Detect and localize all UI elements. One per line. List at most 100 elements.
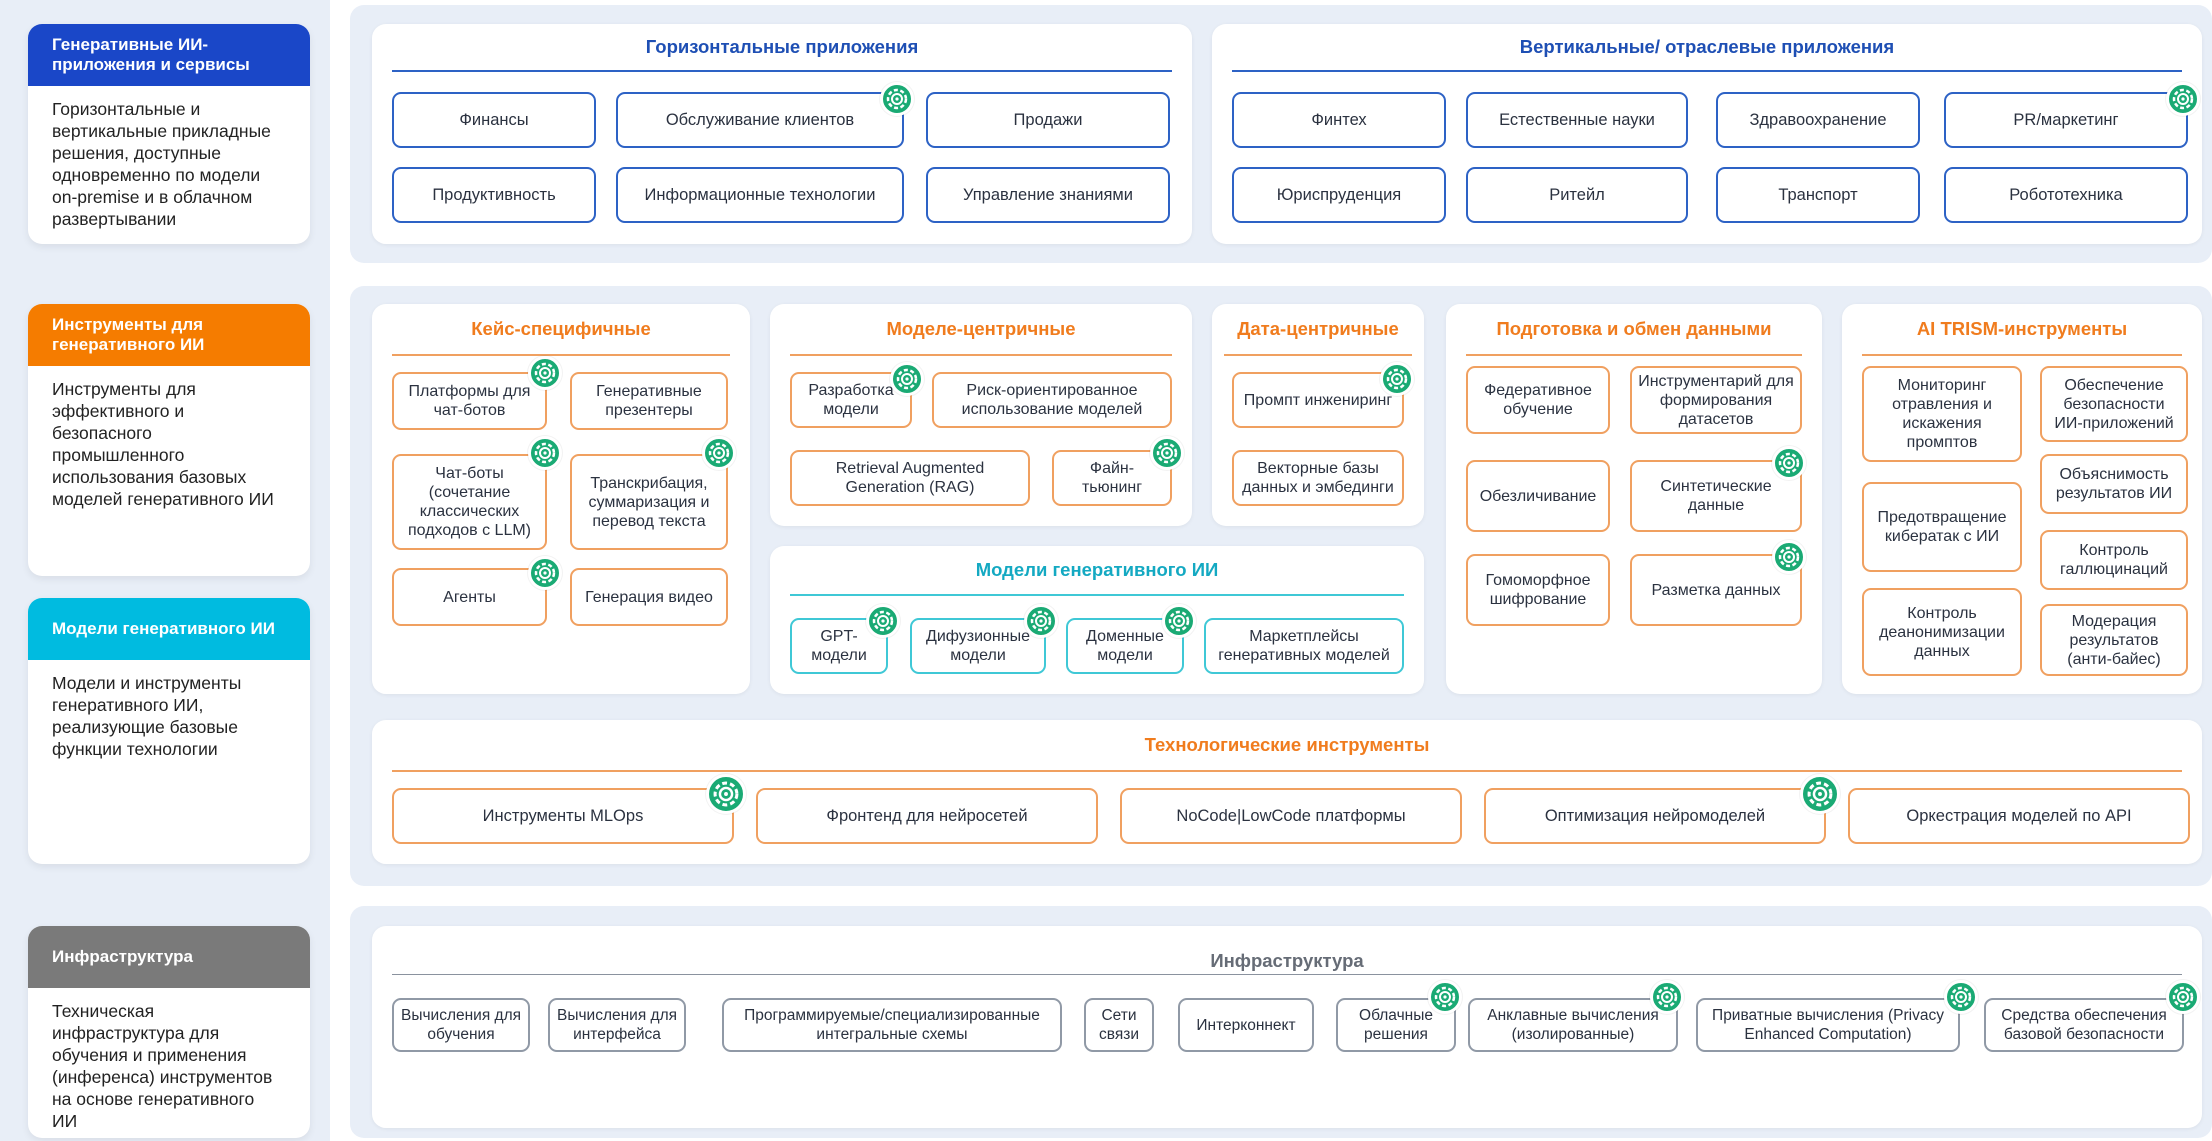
sidebar-title: Модели генеративного ИИ	[52, 619, 275, 638]
sidebar-card-models: Модели генеративного ИИ Модели и инструм…	[28, 598, 310, 864]
tool-dataset-tooling[interactable]: Инструментарий для формирования датасето…	[1630, 366, 1802, 434]
tool-data-labeling[interactable]: Разметка данных	[1630, 554, 1802, 626]
panel-title: Моделе-центричные	[886, 318, 1076, 339]
sidebar-description: Модели и инструменты генеративного ИИ, р…	[52, 673, 242, 759]
infra-interface-compute[interactable]: Вычисления для интерфейса	[548, 998, 686, 1052]
infra-base-security[interactable]: Средства обеспечения базовой безопасност…	[1984, 998, 2184, 1052]
app-law[interactable]: Юриспруденция	[1232, 167, 1446, 223]
app-finance[interactable]: Финансы	[392, 92, 596, 148]
tool-rag[interactable]: Retrieval Augmented Generation (RAG)	[790, 450, 1030, 506]
tool-video-generation[interactable]: Генерация видео	[570, 568, 728, 626]
sidebar-card-applications: Генеративные ИИ-приложения и сервисы Гор…	[28, 24, 310, 244]
tool-anonymization[interactable]: Обезличивание	[1466, 460, 1610, 532]
gear-icon	[1944, 980, 1978, 1014]
data-centric-panel: Дата-центричные Промпт инжениринг Вектор…	[1212, 304, 1424, 526]
horizontal-apps-panel: Горизонтальные приложения Финансы Обслуж…	[372, 24, 1192, 244]
tool-mlops[interactable]: Инструменты MLOps	[392, 788, 734, 844]
infra-private-compute[interactable]: Приватные вычисления (Privacy Enhanced C…	[1696, 998, 1960, 1052]
tool-homomorphic-encryption[interactable]: Гомоморфное шифрование	[1466, 554, 1610, 626]
tool-nocode-lowcode[interactable]: NoCode|LowCode платформы	[1120, 788, 1462, 844]
panel-title: Вертикальные/ отраслевые приложения	[1519, 36, 1895, 57]
tool-explainability[interactable]: Объяснимость результатов ИИ	[2040, 454, 2188, 514]
case-specific-panel: Кейс-специфичные Платформы для чат-ботов…	[372, 304, 750, 694]
gear-icon	[528, 356, 562, 390]
infra-asics[interactable]: Программируемые/специализированные интег…	[722, 998, 1062, 1052]
sidebar-card-infrastructure: Инфраструктура Техническая инфраструктур…	[28, 926, 310, 1138]
model-centric-panel: Моделе-центричные Разработка модели Риск…	[770, 304, 1192, 526]
app-customer-service[interactable]: Обслуживание клиентов	[616, 92, 904, 148]
sidebar-title: Инструменты для генеративного ИИ	[52, 315, 205, 354]
infra-training-compute[interactable]: Вычисления для обучения	[392, 998, 530, 1052]
tool-synthetic-data[interactable]: Синтетические данные	[1630, 460, 1802, 532]
infra-cloud[interactable]: Облачные решения	[1336, 998, 1456, 1052]
gear-icon	[1150, 436, 1184, 470]
sidebar-card-tools: Инструменты для генеративного ИИ Инструм…	[28, 304, 310, 576]
tool-model-development[interactable]: Разработка модели	[790, 372, 912, 428]
tool-ai-app-security[interactable]: Обеспечение безопасности ИИ-приложений	[2040, 366, 2188, 442]
app-it[interactable]: Информационные технологии	[616, 167, 904, 223]
panel-divider	[1224, 354, 1412, 356]
tool-cyberattack-prevention[interactable]: Предотвращение кибератак с ИИ	[1862, 482, 2022, 572]
gear-icon	[1800, 774, 1840, 814]
gear-icon	[880, 82, 914, 116]
tool-risk-oriented-usage[interactable]: Риск-ориентированное использование модел…	[932, 372, 1172, 428]
panel-title: Модели генеративного ИИ	[975, 559, 1219, 580]
tool-agents[interactable]: Агенты	[392, 568, 547, 626]
app-productivity[interactable]: Продуктивность	[392, 167, 596, 223]
panel-divider	[392, 770, 2182, 772]
sidebar-header-applications: Генеративные ИИ-приложения и сервисы	[28, 24, 310, 86]
gear-icon	[2166, 980, 2200, 1014]
app-pr-marketing[interactable]: PR/маркетинг	[1944, 92, 2188, 148]
tool-federated-learning[interactable]: Федеративное обучение	[1466, 366, 1610, 434]
sidebar-header-models: Модели генеративного ИИ	[28, 598, 310, 660]
app-retail[interactable]: Ритейл	[1466, 167, 1688, 223]
gear-icon	[528, 436, 562, 470]
sidebar-description: Техническая инфраструктура для обучения …	[52, 1001, 273, 1131]
app-knowledge[interactable]: Управление знаниями	[926, 167, 1170, 223]
app-healthcare[interactable]: Здравоохранение	[1716, 92, 1920, 148]
panel-divider	[790, 594, 1404, 596]
tool-hallucination-control[interactable]: Контроль галлюцинаций	[2040, 530, 2188, 590]
sidebar-header-tools: Инструменты для генеративного ИИ	[28, 304, 310, 366]
gear-icon	[866, 604, 900, 638]
panel-divider	[392, 974, 2182, 975]
tool-prompt-poisoning-monitoring[interactable]: Мониторинг отравления и искажения промпт…	[1862, 366, 2022, 462]
panel-divider	[392, 354, 730, 356]
sidebar-description: Инструменты для эффективного и безопасно…	[52, 379, 274, 509]
model-diffusion[interactable]: Дифузионные модели	[910, 618, 1046, 674]
app-natural-sciences[interactable]: Естественные науки	[1466, 92, 1688, 148]
tech-tools-panel: Технологические инструменты Инструменты …	[372, 720, 2202, 864]
tool-chatbots[interactable]: Чат-боты (сочетание классических подходо…	[392, 454, 547, 550]
panel-title: AI TRISM-инструменты	[1916, 318, 2128, 339]
app-robotics[interactable]: Робототехника	[1944, 167, 2188, 223]
app-sales[interactable]: Продажи	[926, 92, 1170, 148]
tool-api-orchestration[interactable]: Оркестрация моделей по API	[1848, 788, 2190, 844]
model-domain[interactable]: Доменные модели	[1066, 618, 1184, 674]
tool-result-moderation[interactable]: Модерация результатов (анти-байес)	[2040, 604, 2188, 676]
tool-deanonymization-control[interactable]: Контроль деанонимизации данных	[1862, 588, 2022, 676]
panel-title: Кейс-специфичные	[471, 318, 651, 339]
infra-networks[interactable]: Сети связи	[1084, 998, 1154, 1052]
infra-interconnect[interactable]: Интерконнект	[1178, 998, 1314, 1052]
tool-generative-presenters[interactable]: Генеративные презентеры	[570, 372, 728, 430]
panel-divider	[1232, 70, 2182, 72]
model-marketplaces[interactable]: Маркетплейсы генеративных моделей	[1204, 618, 1404, 674]
tool-vector-databases[interactable]: Векторные базы данных и эмбединги	[1232, 450, 1404, 506]
tool-transcription[interactable]: Транскрибация, суммаризация и перевод те…	[570, 454, 728, 550]
data-prep-panel: Подготовка и обмен данными Федеративное …	[1446, 304, 1822, 694]
tool-nn-frontend[interactable]: Фронтенд для нейросетей	[756, 788, 1098, 844]
tool-nn-optimization[interactable]: Оптимизация нейромоделей	[1484, 788, 1826, 844]
sidebar-description: Горизонтальные и вертикальные прикладные…	[52, 99, 271, 229]
infrastructure-panel: Инфраструктура Вычисления для обучения В…	[372, 926, 2202, 1128]
panel-divider	[1466, 354, 1802, 356]
app-transport[interactable]: Транспорт	[1716, 167, 1920, 223]
tool-prompt-engineering[interactable]: Промпт инжениринг	[1232, 372, 1404, 428]
panel-divider	[790, 354, 1172, 356]
infra-enclave-compute[interactable]: Анклавные вычисления (изолированные)	[1468, 998, 1678, 1052]
panel-title: Инфраструктура	[1210, 950, 1364, 971]
gear-icon	[2166, 82, 2200, 116]
gear-icon	[702, 436, 736, 470]
app-fintech[interactable]: Финтех	[1232, 92, 1446, 148]
gear-icon	[1380, 362, 1414, 396]
tool-chatbot-platforms[interactable]: Платформы для чат-ботов	[392, 372, 547, 430]
